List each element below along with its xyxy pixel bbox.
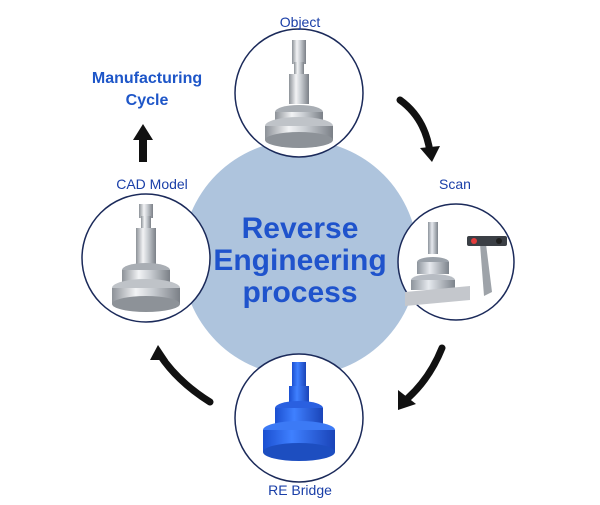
re-bridge-gear-part-icon [263,362,335,461]
arrow-re-bridge-to-cad [150,345,214,406]
center-circle [182,140,418,376]
manufacturing-label-line: Cycle [125,92,169,109]
node-label-object: Object [279,14,321,30]
manufacturing-cycle-label: Manufacturing Cycle [62,68,232,112]
center-title-line: Engineering [213,244,387,277]
object-gear-part-icon [265,40,333,148]
center-title-line: Reverse [241,212,359,245]
node-label-re-bridge: RE Bridge [268,482,332,498]
center-title-line: process [242,276,358,309]
cad-gear-part-icon [112,204,180,312]
arrow-scan-to-re-bridge [398,344,446,410]
node-scan [397,203,515,321]
node-cad-model [81,193,211,323]
scan-setup-icon [405,222,507,306]
manufacturing-label-line: Manufacturing [91,70,203,87]
node-label-scan: Scan [439,176,471,192]
arrow-cad-to-manufacturing [133,124,153,162]
node-object [234,28,364,158]
arrow-object-to-scan [396,96,440,162]
node-label-cad-model: CAD Model [116,176,188,192]
node-re-bridge [234,353,364,483]
center-title: Reverse Engineering process [195,213,405,309]
